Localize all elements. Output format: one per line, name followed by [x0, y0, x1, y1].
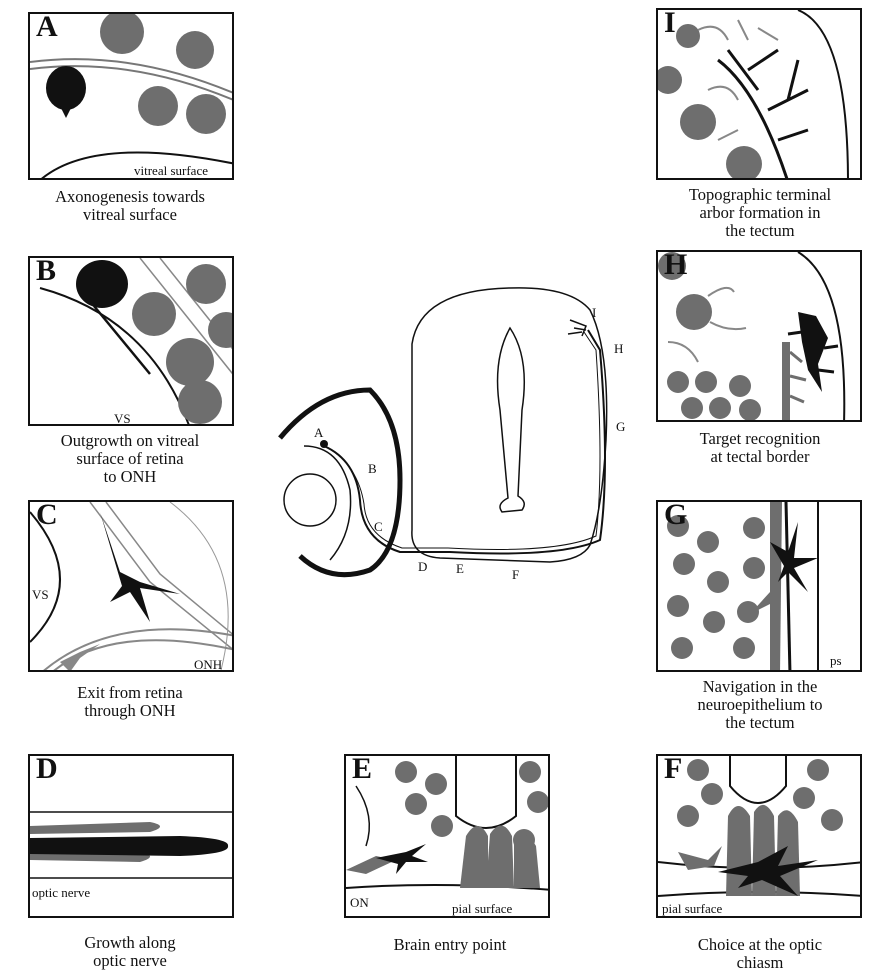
panel-e-label-pial: pial surface	[452, 902, 512, 915]
center-label-h: H	[614, 342, 623, 355]
panel-g: G ps	[656, 500, 862, 672]
central-schematic-illustration	[270, 270, 630, 600]
panel-h-caption: Target recognition at tectal border	[630, 430, 869, 466]
panel-b-caption: Outgrowth on vitreal surface of retina t…	[0, 432, 260, 486]
panel-i: I	[656, 8, 862, 180]
panel-c-illustration	[30, 502, 234, 672]
panel-c-caption: Exit from retina through ONH	[0, 684, 260, 720]
panel-i-illustration	[658, 10, 862, 180]
panel-h-illustration	[658, 252, 862, 422]
panel-d: D optic nerve	[28, 754, 234, 918]
panel-c-label-vs: VS	[32, 588, 49, 601]
panel-e-illustration	[346, 756, 550, 918]
panel-d-letter: D	[36, 754, 58, 784]
panel-g-caption: Navigation in the neuroepithelium to the…	[630, 678, 869, 732]
center-label-i: I	[592, 306, 596, 319]
panel-d-caption: Growth along optic nerve	[0, 934, 260, 970]
panel-e-letter: E	[352, 754, 372, 784]
panel-a-caption: Axonogenesis towards vitreal surface	[0, 188, 260, 224]
center-label-e: E	[456, 562, 464, 575]
panel-i-caption: Topographic terminal arbor formation in …	[630, 186, 869, 240]
panel-f-illustration	[658, 756, 862, 918]
center-label-f: F	[512, 568, 519, 581]
panel-h-letter: H	[664, 250, 687, 280]
panel-b: B VS	[28, 256, 234, 426]
panel-f: F pial surface	[656, 754, 862, 918]
panel-e-caption: Brain entry point	[320, 936, 580, 954]
central-schematic: A B C D E F G H I	[270, 270, 630, 605]
panel-c-letter: C	[36, 500, 58, 530]
panel-a-label: vitreal surface	[134, 164, 208, 177]
panel-f-letter: F	[664, 754, 682, 784]
panel-b-illustration	[30, 258, 234, 426]
panel-f-label-pial: pial surface	[662, 902, 722, 915]
panel-d-label: optic nerve	[32, 886, 90, 899]
panel-c: C VS ONH	[28, 500, 234, 672]
panel-h: H	[656, 250, 862, 422]
panel-b-letter: B	[36, 256, 56, 286]
panel-e-label-on: ON	[350, 896, 369, 909]
panel-a-illustration	[30, 14, 234, 180]
center-label-c: C	[374, 520, 383, 533]
panel-c-label-onh: ONH	[194, 658, 222, 671]
panel-a-letter: A	[36, 12, 58, 42]
center-label-g: G	[616, 420, 625, 433]
panel-g-illustration	[658, 502, 862, 672]
panel-f-caption: Choice at the optic chiasm	[630, 936, 869, 972]
panel-g-label: ps	[830, 654, 842, 667]
panel-b-label: VS	[114, 412, 131, 425]
center-label-a: A	[314, 426, 323, 439]
panel-a: A vitreal surface	[28, 12, 234, 180]
panel-g-letter: G	[664, 500, 687, 530]
panel-e: E ON pial surface	[344, 754, 550, 918]
center-label-d: D	[418, 560, 427, 573]
panel-i-letter: I	[664, 8, 676, 38]
center-label-b: B	[368, 462, 377, 475]
